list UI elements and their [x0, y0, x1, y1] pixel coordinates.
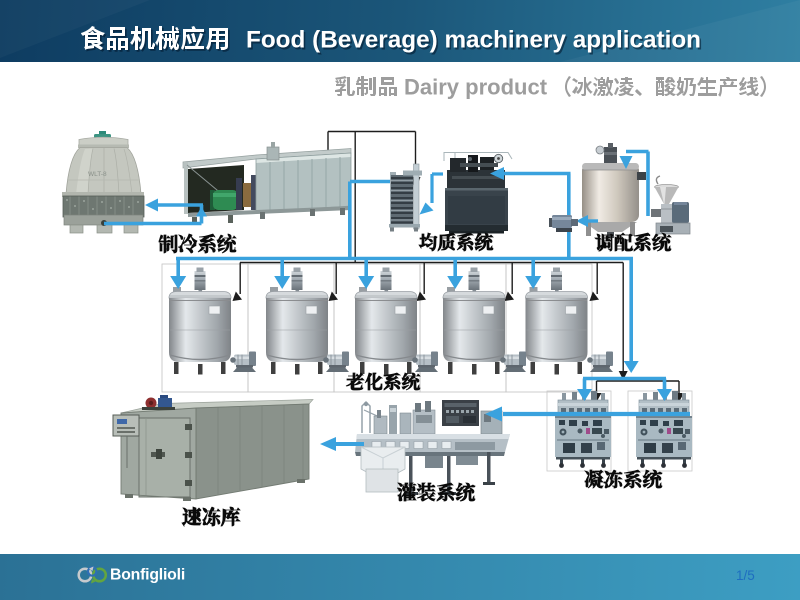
svg-text:Bonfiglioli: Bonfiglioli	[110, 567, 185, 584]
svg-text:Dairy product: Dairy product	[404, 75, 548, 100]
svg-text:Dairy product: Dairy product	[405, 76, 549, 101]
svg-text:WLT-8: WLT-8	[88, 171, 107, 178]
svg-text:Food (Beverage) machinery appl: Food (Beverage) machinery application	[246, 27, 701, 54]
svg-text:Food (Beverage) machinery appl: Food (Beverage) machinery application	[248, 28, 703, 55]
svg-text:1/5: 1/5	[736, 568, 755, 583]
